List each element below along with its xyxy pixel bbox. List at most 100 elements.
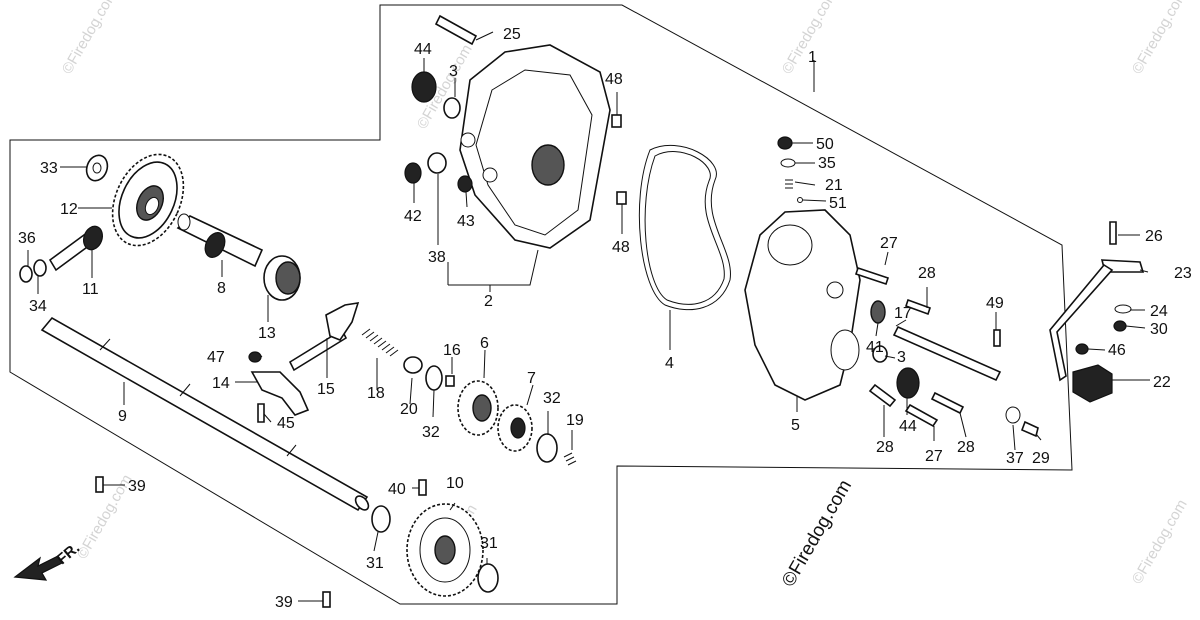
callout-9: 9 (118, 408, 127, 425)
callout-labels: 1 2 3 3 4 5 6 7 8 9 10 11 12 13 14 15 16… (18, 26, 1192, 611)
callout-2: 2 (484, 293, 493, 310)
washer-32a (425, 365, 443, 391)
leader-lines (27, 31, 1150, 602)
dowel-48a (611, 114, 622, 128)
callout-28b: 28 (876, 439, 894, 456)
callout-1: 1 (808, 49, 817, 66)
callout-44a: 44 (414, 41, 432, 58)
callout-48a: 48 (605, 71, 623, 88)
watermark-faint-1: ©Firedog.com (59, 0, 121, 77)
pin-49 (993, 329, 1001, 347)
collar-38 (427, 152, 447, 174)
knob-22 (1072, 364, 1113, 403)
callout-30: 30 (1150, 321, 1168, 338)
washer-34 (33, 259, 47, 277)
gear-10 (406, 503, 484, 597)
gear-case-cover (459, 44, 611, 249)
callout-6: 6 (480, 335, 489, 352)
callout-19: 19 (566, 412, 584, 429)
splined-shaft (176, 213, 264, 268)
ball-51 (797, 197, 803, 203)
callout-12: 12 (60, 201, 78, 218)
callout-24: 24 (1150, 303, 1168, 320)
lever-arm (1049, 259, 1145, 382)
assembly-outline (9, 4, 1073, 605)
callout-13: 13 (258, 325, 276, 342)
callout-26: 26 (1145, 228, 1163, 245)
callout-51: 51 (829, 195, 847, 212)
callout-39a: 39 (128, 478, 146, 495)
spring-18 (361, 328, 399, 357)
washer-31b (477, 563, 499, 593)
callout-32a: 32 (422, 424, 440, 441)
bolt-28a (904, 298, 932, 316)
bushing-3b (872, 345, 888, 363)
callout-17: 17 (894, 305, 912, 322)
callout-44b: 44 (899, 418, 917, 435)
bolt-28b (868, 383, 897, 408)
washer-37 (1005, 406, 1021, 424)
gear-6 (457, 380, 499, 436)
callout-31b: 31 (480, 535, 498, 552)
bolt-26 (1109, 221, 1117, 245)
watermark-main: ©Firedog.com (778, 476, 856, 590)
dowel-40 (418, 479, 427, 496)
callout-10: 10 (446, 475, 464, 492)
callout-25: 25 (503, 26, 521, 43)
callout-27b: 27 (925, 448, 943, 465)
gear-case-main (744, 209, 861, 401)
circlip-36 (19, 265, 33, 283)
bolt-45 (257, 403, 265, 423)
callout-18: 18 (367, 385, 385, 402)
callout-8: 8 (217, 280, 226, 297)
watermark-faint-3: ©Firedog.com (1129, 0, 1191, 77)
washer-32b (536, 433, 558, 463)
washer-35 (780, 158, 796, 168)
callout-31a: 31 (366, 555, 384, 572)
callout-14: 14 (212, 375, 230, 392)
callout-33: 33 (40, 160, 58, 177)
callout-50: 50 (816, 136, 834, 153)
callout-22: 22 (1153, 374, 1171, 391)
callout-16: 16 (443, 342, 461, 359)
callout-4: 4 (665, 355, 674, 372)
front-direction-arrow: FR. (13, 540, 83, 581)
shift-rod (892, 325, 1002, 382)
callout-47: 47 (207, 349, 225, 366)
callout-40: 40 (388, 481, 406, 498)
gear-7 (497, 404, 533, 452)
dog-clutch (263, 255, 301, 301)
callout-7: 7 (527, 370, 536, 387)
spring-19 (563, 452, 577, 466)
callout-42: 42 (404, 208, 422, 225)
spring-21 (785, 179, 793, 189)
callout-27a: 27 (880, 235, 898, 252)
callout-48b: 48 (612, 239, 630, 256)
dowel-39a (95, 476, 104, 493)
callout-36: 36 (18, 230, 36, 247)
callout-35: 35 (818, 155, 836, 172)
bolt-50 (777, 136, 793, 150)
main-shaft (40, 316, 370, 512)
pin-16 (445, 375, 455, 387)
nut-30 (1113, 320, 1127, 332)
seal-43 (457, 175, 473, 193)
callout-20: 20 (400, 401, 418, 418)
callout-28c: 28 (957, 439, 975, 456)
bolt-27a (854, 266, 890, 286)
callout-5: 5 (791, 417, 800, 434)
callout-3a: 3 (449, 63, 458, 80)
dowel-48b (616, 191, 627, 205)
callout-15: 15 (317, 381, 335, 398)
callout-49: 49 (986, 295, 1004, 312)
washer-31a (371, 505, 391, 533)
collar-20 (403, 356, 423, 374)
callout-39b: 39 (275, 594, 293, 611)
bearing-44b (896, 367, 920, 399)
bushing-3a (443, 97, 461, 119)
watermark-faint-7: ©Firedog.com (1129, 497, 1191, 587)
callout-37: 37 (1006, 450, 1024, 467)
bolt-29 (1020, 420, 1039, 438)
callout-34: 34 (29, 298, 47, 315)
